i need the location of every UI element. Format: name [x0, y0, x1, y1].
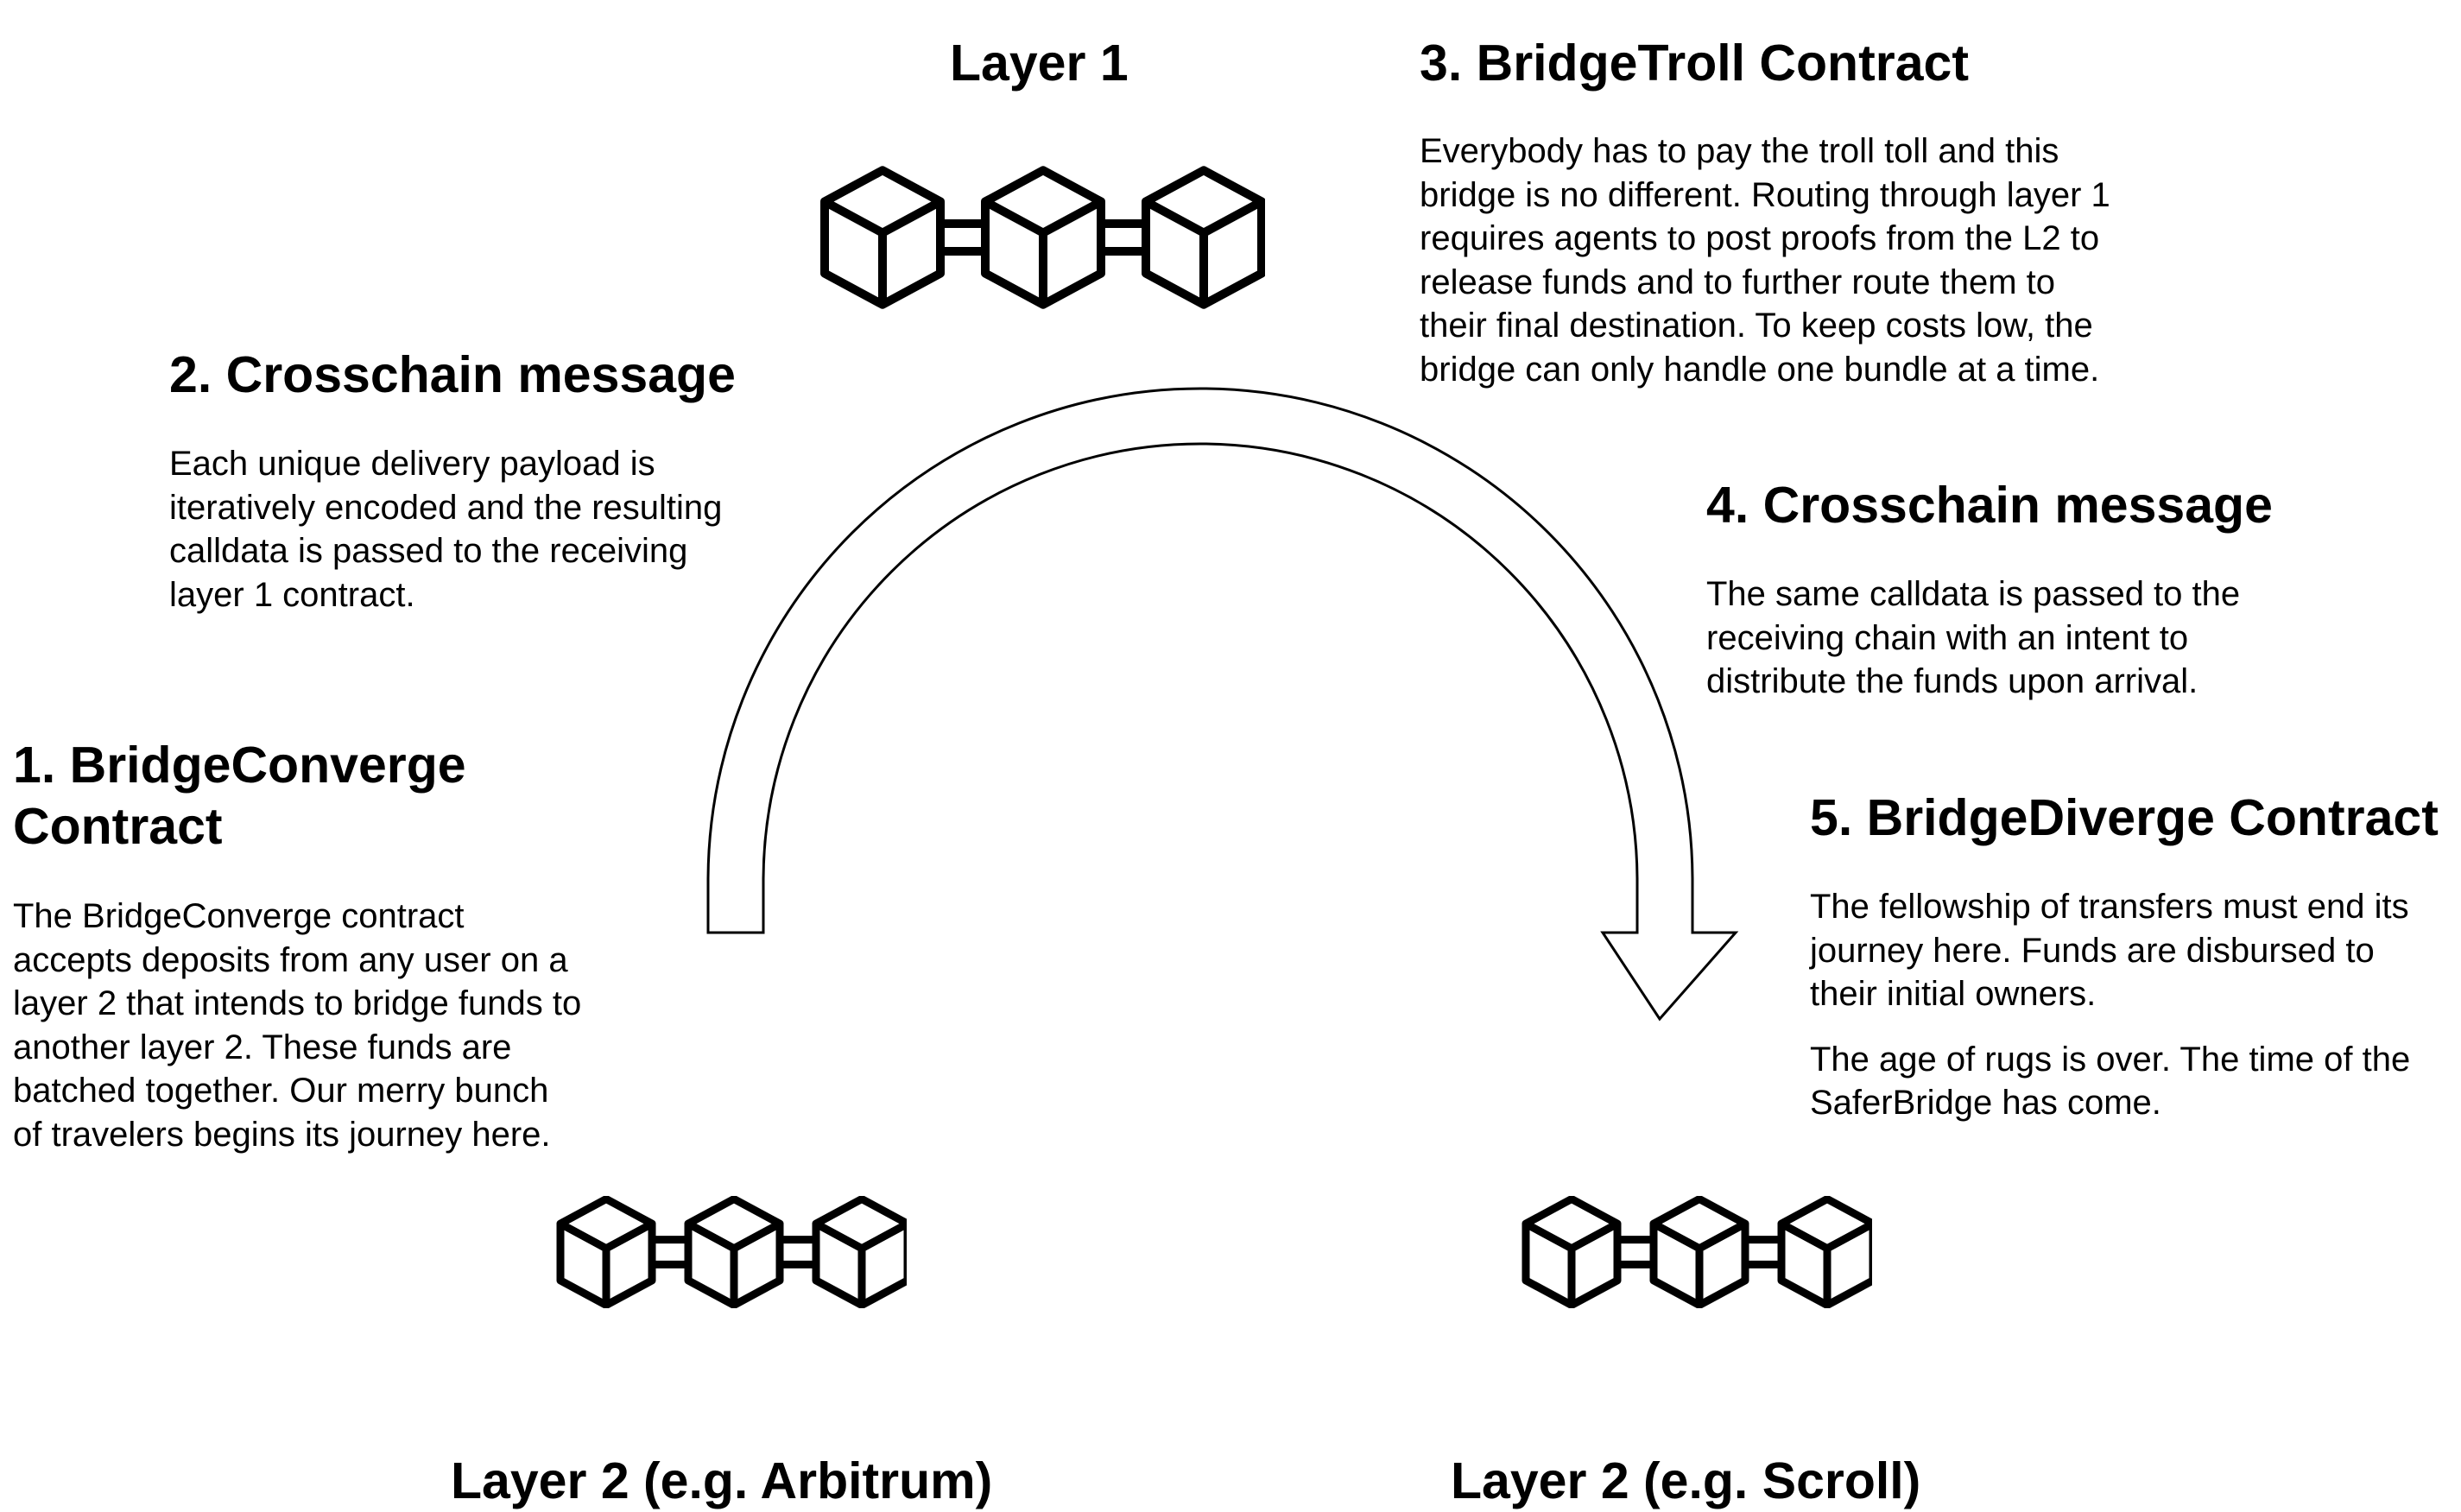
- layer2-right-chain: [1518, 1195, 1877, 1313]
- step3-text: Everybody has to pay the troll toll and …: [1420, 132, 2110, 389]
- step3-title: 3. BridgeTroll Contract: [1420, 35, 1969, 92]
- step2-title: 2. Crosschain message: [169, 346, 736, 403]
- step5-text: The fellowship of transfers must end its…: [1810, 888, 2411, 1122]
- layer1-label: Layer 1: [950, 35, 1129, 92]
- step4-title: 4. Crosschain message: [1706, 477, 2273, 534]
- layer2-left-chain: [553, 1195, 912, 1313]
- blockchain-icon: [820, 166, 1266, 309]
- blockchain-icon: [556, 1195, 912, 1309]
- blockchain-icon: [1522, 1195, 1877, 1309]
- step1-text: The BridgeConverge contract accepts depo…: [13, 897, 582, 1154]
- step2-text: Each unique delivery payload is iterativ…: [169, 445, 723, 614]
- step5-title: 5. BridgeDiverge Contract: [1810, 789, 2439, 846]
- curved-arrow-icon: [706, 387, 1739, 1022]
- step1-title: 1. BridgeConverge Contract: [13, 737, 466, 855]
- layer2-left-label: Layer 2 (e.g. Arbitrum): [451, 1452, 993, 1509]
- layer2-right-label: Layer 2 (e.g. Scroll): [1451, 1452, 1921, 1509]
- step4-text: The same calldata is passed to the recei…: [1706, 575, 2241, 700]
- layer1-chain: [816, 164, 1266, 315]
